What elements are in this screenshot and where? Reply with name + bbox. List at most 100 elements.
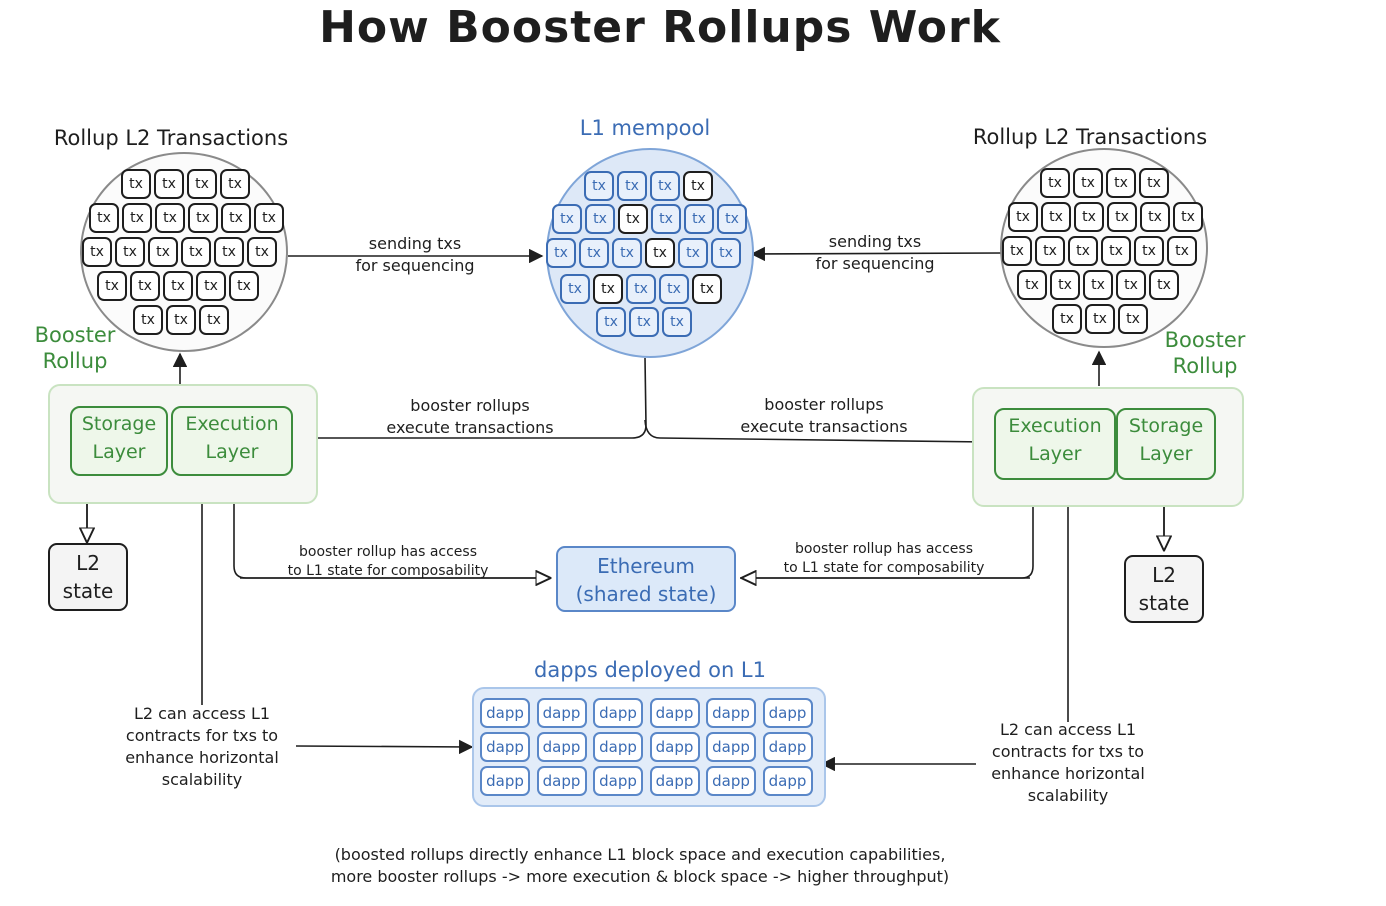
ethereum-line-1: Ethereum xyxy=(597,554,695,578)
label-execute-right: booster rollups execute transactions xyxy=(714,394,934,438)
tx-tile: tx xyxy=(1173,202,1203,232)
mempool-tx-tile: tx xyxy=(626,274,656,304)
mempool-tx-tile: tx xyxy=(717,204,747,234)
footnote-line-2: more booster rollups -> more execution &… xyxy=(330,867,950,886)
mempool-tx-tile: tx xyxy=(560,274,590,304)
tx-tile: tx xyxy=(1052,304,1082,334)
tx-tile: tx xyxy=(1139,168,1169,198)
arrow-right-to-mempool xyxy=(750,246,1003,262)
label-line: sending txs xyxy=(828,232,922,251)
right-state-line-1: L2 xyxy=(1152,563,1176,587)
mempool-tx-tile: tx xyxy=(684,204,714,234)
tx-tile: tx xyxy=(181,237,211,267)
dapp-tile: dapp xyxy=(536,732,587,762)
dapp-tile: dapp xyxy=(706,766,756,796)
tx-tile: tx xyxy=(247,237,277,267)
label-line: scalability xyxy=(1027,786,1109,805)
tx-tile: tx xyxy=(130,271,160,301)
ethereum-line-2: (shared state) xyxy=(575,582,717,606)
label-line: L2 can access L1 xyxy=(999,720,1137,739)
mempool-tx-tile: tx xyxy=(546,238,576,268)
mempool-tx-tile: tx xyxy=(662,307,692,337)
tx-tile: tx xyxy=(1035,236,1065,266)
arrow-left-contracts-to-dapps xyxy=(295,739,474,755)
label-line: for sequencing xyxy=(815,254,935,273)
label-sending-left: sending txs for sequencing xyxy=(330,233,500,277)
label-line: for sequencing xyxy=(355,256,475,275)
label-line: scalability xyxy=(161,770,243,789)
tx-tile: tx xyxy=(196,271,226,301)
tx-tile: tx xyxy=(121,169,151,199)
tx-tile: tx xyxy=(163,271,193,301)
right-storage-line-1: Storage xyxy=(1128,415,1204,437)
left-booster-line-1: Booster xyxy=(34,323,116,347)
label-line: booster rollup has access xyxy=(299,544,477,560)
label-contracts-left: L2 can access L1 contracts for txs to en… xyxy=(100,703,304,791)
ethereum-shared-state: Ethereum (shared state) xyxy=(556,546,736,612)
tx-tile: tx xyxy=(199,305,229,335)
tx-tile: tx xyxy=(214,237,244,267)
arrow-mempool-to-right-execution xyxy=(644,419,990,450)
dapp-tile: dapp xyxy=(593,766,643,796)
mempool-tx-tile: tx xyxy=(659,274,689,304)
label-access-left: booster rollup has access to L1 state fo… xyxy=(268,543,508,581)
tx-tile: tx xyxy=(1083,270,1113,300)
tx-tile: tx xyxy=(1107,202,1137,232)
tx-tile: tx xyxy=(1073,168,1103,198)
tx-tile: tx xyxy=(166,305,196,335)
left-state-line-2: state xyxy=(62,579,114,603)
footnote: (boosted rollups directly enhance L1 blo… xyxy=(280,844,1000,888)
tx-tile: tx xyxy=(1017,270,1047,300)
mempool-tx-tile: tx xyxy=(678,238,708,268)
label-line: booster rollups xyxy=(410,396,530,415)
tx-tile: tx xyxy=(187,169,217,199)
dapp-tile: dapp xyxy=(706,698,756,728)
label-access-right: booster rollup has access to L1 state fo… xyxy=(764,540,1004,578)
left-state-line-1: L2 xyxy=(76,551,100,575)
right-l2-state: L2 state xyxy=(1124,555,1204,623)
left-execution-line-1: Execution xyxy=(185,413,279,435)
dapp-tile: dapp xyxy=(480,766,530,796)
tx-tile: tx xyxy=(148,237,178,267)
tx-tile: tx xyxy=(154,169,184,199)
left-storage-line-2: Layer xyxy=(92,441,146,463)
tx-tile: tx xyxy=(1140,202,1170,232)
right-execution-line-2: Layer xyxy=(1028,443,1082,465)
label-line: execute transactions xyxy=(740,417,908,436)
mempool-tx-tile: tx xyxy=(683,171,713,201)
tx-tile: tx xyxy=(122,203,152,233)
left-storage-layer: Storage Layer xyxy=(70,406,168,476)
tx-tile: tx xyxy=(1101,236,1131,266)
dapp-tile: dapp xyxy=(649,766,700,796)
mempool-tx-tile: tx xyxy=(596,307,626,337)
label-line: execute transactions xyxy=(386,418,554,437)
tx-tile: tx xyxy=(220,169,250,199)
tx-tile: tx xyxy=(1040,168,1070,198)
mempool-tx-tile: tx xyxy=(618,204,648,234)
label-line: to L1 state for composability xyxy=(287,563,489,579)
mempool-tx-tile: tx xyxy=(552,204,582,234)
diagram-title: How Booster Rollups Work xyxy=(319,2,1001,53)
tx-tile: tx xyxy=(188,203,218,233)
left-storage-line-1: Storage xyxy=(81,413,157,435)
tx-tile: tx xyxy=(1167,236,1197,266)
mempool-tx-tile: tx xyxy=(629,307,659,337)
tx-tile: tx xyxy=(1008,202,1038,232)
mempool-tx-tile: tx xyxy=(711,238,741,268)
left-execution-layer: Execution Layer xyxy=(171,406,293,476)
left-execution-line-2: Layer xyxy=(205,441,259,463)
tx-tile: tx xyxy=(1085,304,1115,334)
label-line: contracts for txs to xyxy=(991,742,1145,761)
label-line: L2 can access L1 xyxy=(133,704,271,723)
left-booster-label: Booster Rollup xyxy=(20,322,130,374)
tx-tile: tx xyxy=(115,237,145,267)
right-execution-line-1: Execution xyxy=(1008,415,1102,437)
dapp-tile: dapp xyxy=(593,732,643,762)
right-booster-line-2: Rollup xyxy=(1172,354,1238,378)
right-state-line-2: state xyxy=(1138,591,1190,615)
label-line: contracts for txs to xyxy=(125,726,279,745)
label-execute-left: booster rollups execute transactions xyxy=(360,395,580,439)
tx-tile: tx xyxy=(1116,270,1146,300)
